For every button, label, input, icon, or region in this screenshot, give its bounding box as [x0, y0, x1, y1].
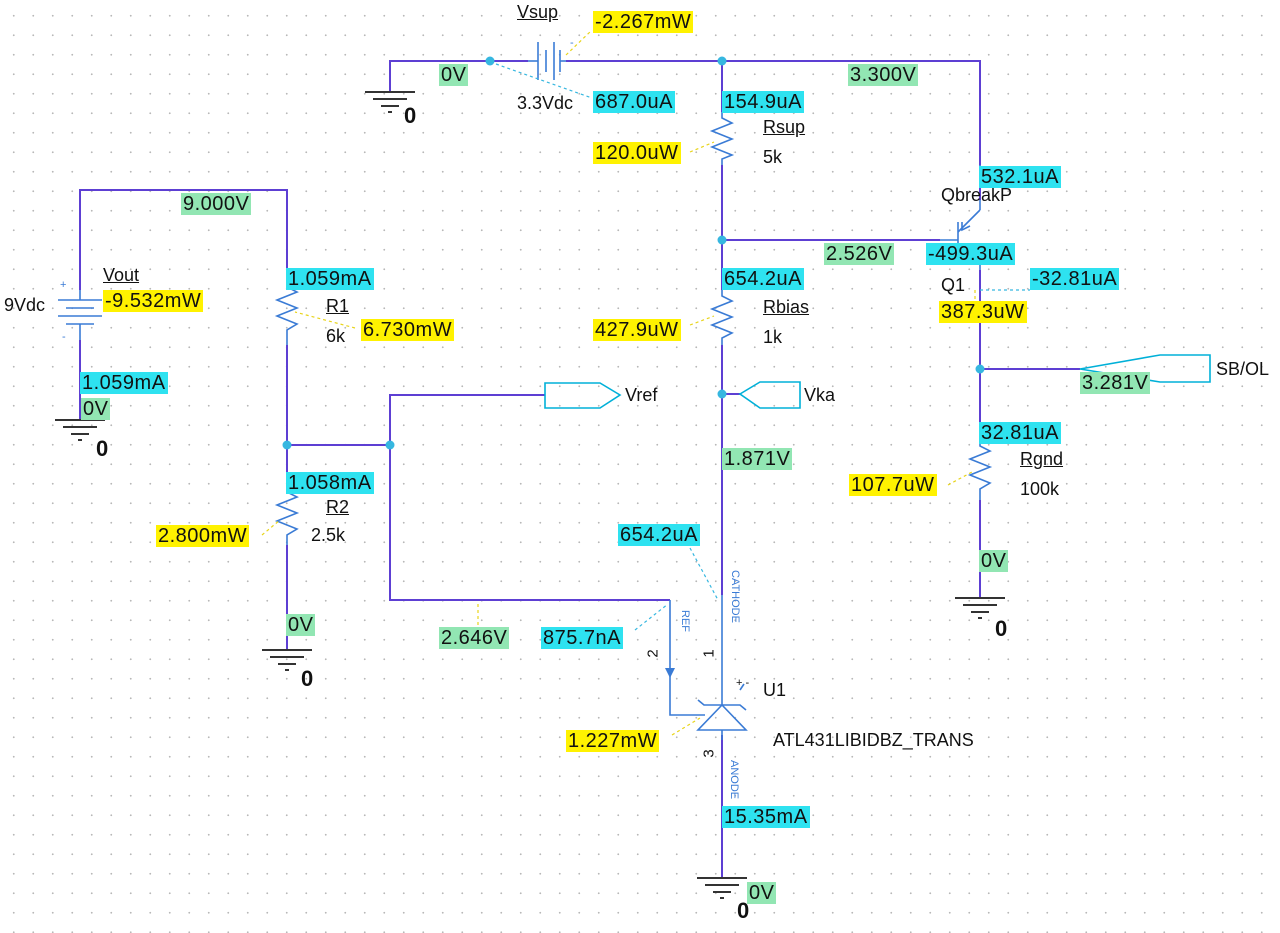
probe-voltage-ref: 2.646V	[439, 627, 510, 649]
u1-model: ATL431LIBIDBZ_TRANS	[773, 730, 974, 750]
ground-label-vout: 0	[96, 436, 109, 461]
probe-current-r1: 1.059mA	[286, 268, 374, 290]
ground-label-anode: 0	[737, 898, 750, 923]
vout-battery-symbol	[58, 290, 102, 340]
vsup-battery-symbol	[528, 42, 566, 80]
probe-current-vout: 1.059mA	[80, 372, 168, 394]
probe-power-r2: 2.800mW	[156, 525, 250, 547]
vsup-value: 3.3Vdc	[517, 93, 574, 113]
probe-current-q1-base: -499.3uA	[926, 243, 1016, 265]
probe-current-rgnd: 32.81uA	[979, 422, 1062, 444]
probe-power-vout: -9.532mW	[103, 290, 204, 312]
u1-regulator-symbol	[665, 595, 748, 740]
probe-power-rsup: 120.0uW	[593, 142, 681, 164]
r2-value: 2.5k	[311, 525, 346, 545]
q1-name: Q1	[941, 275, 966, 295]
probe-current-rbias: 654.2uA	[722, 268, 805, 290]
vref-port-shape	[544, 382, 622, 409]
port-sbol-label: SB/OL	[1216, 359, 1270, 379]
vsup-minus-mark: -	[570, 37, 574, 49]
u1-gate-marks: + -	[736, 677, 750, 689]
vout-plus-mark: +	[60, 279, 67, 291]
probe-power-rbias: 427.9uW	[593, 319, 681, 341]
u1-pin1-num: 1	[700, 649, 718, 658]
rgnd-value: 100k	[1020, 479, 1060, 499]
vsup-name: Vsup	[517, 2, 559, 22]
ground-symbol-r2	[262, 649, 312, 671]
vout-value: 9Vdc	[4, 295, 46, 315]
probe-voltage-collector: 3.281V	[1080, 372, 1151, 394]
ground-symbol-vsup	[365, 91, 415, 113]
r2-name: R2	[326, 497, 350, 517]
probe-current-cathode: 654.2uA	[618, 524, 701, 546]
probe-power-r1: 6.730mW	[361, 319, 455, 341]
rgnd-symbol	[967, 440, 993, 500]
r1-name: R1	[326, 296, 350, 316]
ground-label-r2: 0	[301, 666, 314, 691]
wires	[79, 60, 1080, 878]
probe-leaders	[261, 29, 1030, 736]
probe-current-rsup: 154.9uA	[722, 91, 805, 113]
rgnd-name: Rgnd	[1020, 449, 1064, 469]
port-vref-label: Vref	[625, 385, 658, 405]
ground-label-rgnd: 0	[995, 616, 1008, 641]
vout-minus-mark: -	[62, 331, 66, 343]
u1-pin-anode: ANODE	[728, 760, 740, 800]
probe-voltage-ka: 1.871V	[722, 448, 793, 470]
ground-symbol-rgnd	[955, 597, 1005, 619]
junction-dots	[282, 56, 985, 450]
ground-symbol-anode	[697, 877, 747, 899]
r1-value: 6k	[326, 326, 346, 346]
probe-voltage-vsup-neg: 0V	[439, 64, 469, 86]
u1-pin-cathode: CATHODE	[729, 570, 741, 623]
probe-voltage-anode-gnd: 0V	[747, 882, 777, 904]
port-vka-label: Vka	[804, 385, 836, 405]
probe-voltage-vout-gnd: 0V	[81, 398, 111, 420]
rbias-name: Rbias	[763, 297, 810, 317]
u1-pin2-num: 2	[644, 649, 662, 658]
vout-name: Vout	[103, 265, 140, 285]
rsup-value: 5k	[763, 147, 783, 167]
probe-power-rgnd: 107.7uW	[849, 474, 937, 496]
rsup-symbol	[709, 112, 735, 165]
probe-current-ref: 875.7nA	[541, 627, 624, 649]
probe-power-vsup: -2.267mW	[593, 11, 694, 33]
probe-power-q1: 387.3uW	[939, 301, 1027, 323]
rbias-symbol	[709, 290, 735, 345]
u1-pin-ref: REF	[679, 610, 691, 632]
probe-current-vsup: 687.0uA	[593, 91, 676, 113]
probe-voltage-rgnd-bottom: 0V	[979, 550, 1009, 572]
q1-model: QbreakP	[941, 185, 1013, 205]
rbias-value: 1k	[763, 327, 783, 347]
probe-current-q1-collector: -32.81uA	[1030, 268, 1120, 290]
u1-pin3-num: 3	[700, 749, 718, 758]
ground-label-vsup: 0	[404, 103, 417, 128]
probe-current-anode: 15.35mA	[722, 806, 810, 828]
probe-voltage-base: 2.526V	[824, 243, 895, 265]
probe-voltage-vsup-pos: 3.300V	[848, 64, 919, 86]
ground-symbol-vout	[55, 419, 105, 441]
vka-port-shape	[738, 381, 801, 409]
u1-name: U1	[763, 680, 787, 700]
probe-power-u1: 1.227mW	[566, 730, 660, 752]
probe-voltage-r2-bottom: 0V	[286, 614, 316, 636]
probe-current-q1-emitter: 532.1uA	[979, 166, 1062, 188]
probe-voltage-top-left: 9.000V	[181, 193, 252, 215]
probe-current-r2: 1.058mA	[286, 472, 374, 494]
rsup-name: Rsup	[763, 117, 806, 137]
